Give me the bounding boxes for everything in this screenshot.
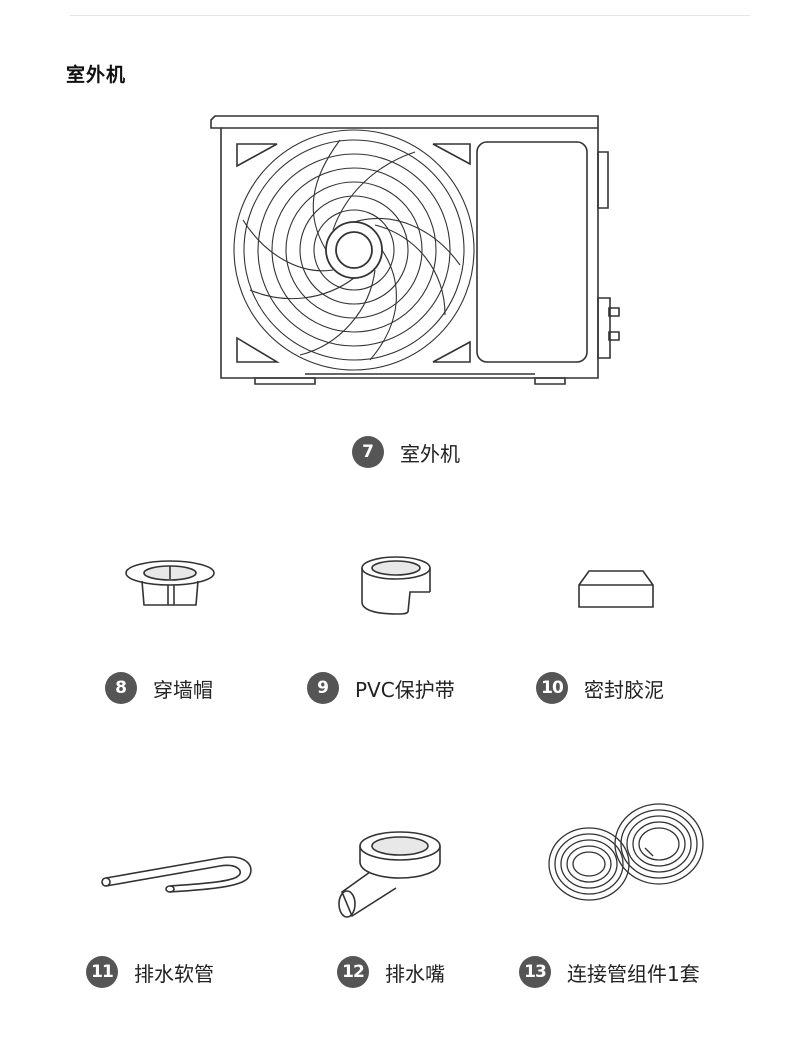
top-divider (70, 15, 750, 16)
item-7-number: 7 (352, 436, 384, 468)
item-10-number: 10 (536, 672, 568, 704)
drain-elbow-illustration (330, 822, 450, 922)
item-12-label: 排水嘴 (385, 961, 445, 986)
item-8-number: 8 (105, 672, 137, 704)
item-11-label: 排水软管 (134, 961, 214, 986)
pvc-tape-illustration (356, 552, 436, 624)
item-11-number: 11 (86, 956, 118, 988)
item-9-caption: 9 PVC保护带 (307, 672, 455, 704)
item-12-number: 12 (337, 956, 369, 988)
sealant-putty-illustration (575, 565, 657, 611)
outdoor-unit-illustration (205, 110, 635, 390)
item-7-caption: 7 室外机 (352, 436, 460, 468)
item-10-caption: 10 密封胶泥 (536, 672, 664, 704)
item-13-number: 13 (519, 956, 551, 988)
section-title: 室外机 (66, 64, 127, 86)
item-8-label: 穿墙帽 (153, 677, 213, 702)
item-10-label: 密封胶泥 (584, 677, 664, 702)
item-11-caption: 11 排水软管 (86, 956, 214, 988)
item-8-caption: 8 穿墙帽 (105, 672, 213, 704)
item-9-label: PVC保护带 (355, 677, 455, 702)
wall-cap-illustration (120, 555, 220, 615)
connecting-pipe-illustration (545, 798, 715, 908)
item-9-number: 9 (307, 672, 339, 704)
item-13-caption: 13 连接管组件1套 (519, 956, 700, 988)
item-12-caption: 12 排水嘴 (337, 956, 445, 988)
item-7-label: 室外机 (400, 441, 460, 466)
drain-hose-illustration (98, 848, 258, 898)
item-13-label: 连接管组件1套 (567, 961, 700, 986)
